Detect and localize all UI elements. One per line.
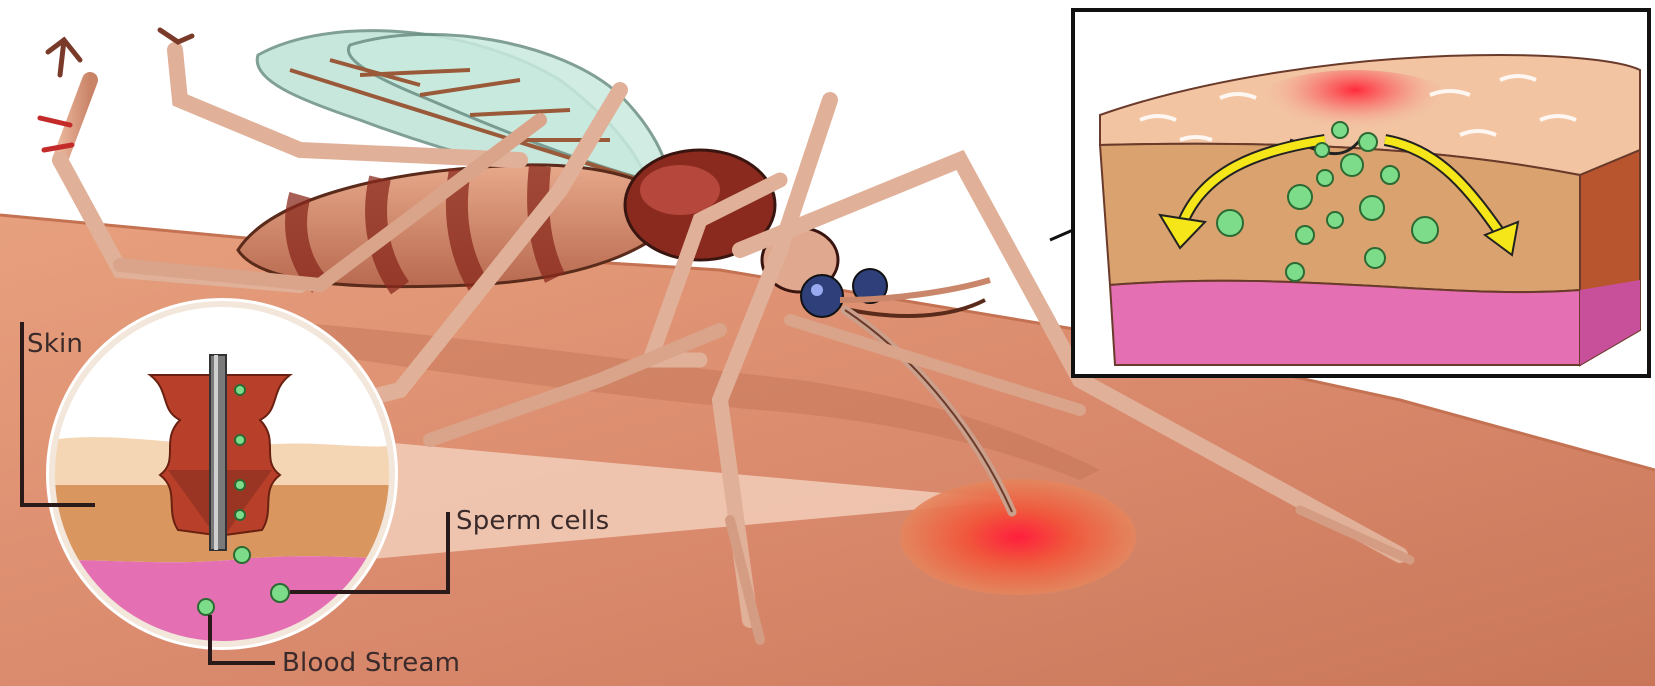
bite-mark	[900, 479, 1136, 595]
mosquito-eye	[801, 275, 843, 317]
skin-label: Skin	[27, 331, 83, 357]
blood-stream-label: Blood Stream	[282, 650, 460, 676]
sperm-cells-label: Sperm cells	[456, 508, 609, 534]
inset-skin-block	[1050, 10, 1649, 376]
